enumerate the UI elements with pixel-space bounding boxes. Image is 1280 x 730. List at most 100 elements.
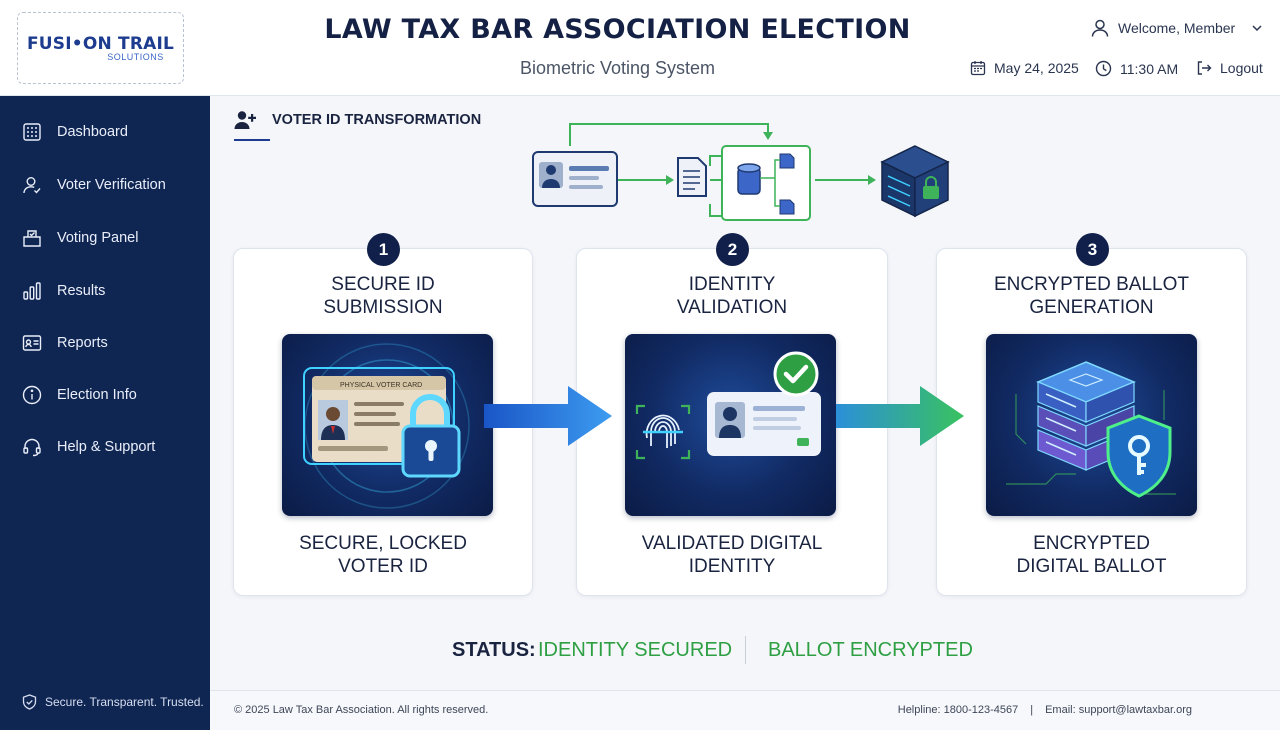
status-identity-secured: IDENTITY SECURED xyxy=(538,639,733,661)
status-bar: STATUS: IDENTITY SECURED BALLOT ENCRYPTE… xyxy=(210,636,1280,666)
sidebar-item-label: Dashboard xyxy=(57,124,128,140)
chevron-down-icon[interactable] xyxy=(1251,22,1263,34)
fusion-trail-logo[interactable]: FUSI•ON TRAIL SOLUTIONS xyxy=(17,12,184,84)
bar-chart-icon xyxy=(22,281,42,301)
step-title: ENCRYPTED BALLOT GENERATION xyxy=(937,273,1246,319)
sidebar-item-label: Reports xyxy=(57,335,108,351)
sidebar-item-help-support[interactable]: Help & Support xyxy=(0,427,210,467)
status-ballot-encrypted: BALLOT ENCRYPTED xyxy=(768,639,973,661)
transformation-flow-diagram xyxy=(532,123,950,221)
page-footer: © 2025 Law Tax Bar Association. All righ… xyxy=(210,690,1280,730)
date-display: May 24, 2025 xyxy=(970,60,1079,76)
info-icon xyxy=(22,385,42,405)
page-subtitle: Biometric Voting System xyxy=(519,58,716,78)
main-content: VOTER ID TRANSFORMATION xyxy=(210,96,1280,690)
validated-identity-illustration xyxy=(635,351,821,460)
checkmark-badge-icon xyxy=(773,351,819,397)
step-number-badge: 2 xyxy=(716,233,749,266)
contact-info: Helpline: 1800-123-4567 | Email: support… xyxy=(898,704,1192,716)
shield-check-icon xyxy=(22,694,37,710)
step-title-line-1: ENCRYPTED BALLOT xyxy=(994,274,1189,295)
sidebar-footer: Secure. Transparent. Trusted. xyxy=(22,694,204,710)
helpline-text: Helpline: 1800-123-4567 xyxy=(897,704,1019,716)
flow-arrow-blue xyxy=(484,386,612,446)
sidebar-item-dashboard[interactable]: Dashboard xyxy=(0,112,210,152)
step-card-encrypted-ballot: 3 ENCRYPTED BALLOT GENERATION xyxy=(936,233,1247,596)
secure-voter-id-tile: PHYSICAL VOTER CARD xyxy=(282,334,493,516)
step-title-line-2: VALIDATION xyxy=(676,297,788,318)
page-title: LAW TAX BAR ASSOCIATION ELECTION xyxy=(324,14,911,45)
secure-server-cube-icon xyxy=(880,145,950,218)
step-caption-line-2: DIGITAL BALLOT xyxy=(1016,556,1167,577)
flow-connectors xyxy=(569,123,870,217)
step-title-line-2: GENERATION xyxy=(1029,297,1154,318)
ballot-box-icon xyxy=(22,228,42,248)
date-text: May 24, 2025 xyxy=(994,60,1079,76)
voter-card-label: PHYSICAL VOTER CARD xyxy=(340,382,422,389)
step-caption-line-1: SECURE, LOCKED xyxy=(299,533,467,554)
step-caption: ENCRYPTED DIGITAL BALLOT xyxy=(937,532,1246,578)
logout-label: Logout xyxy=(1220,60,1263,76)
calendar-icon xyxy=(970,60,986,76)
sidebar-item-label: Voter Verification xyxy=(57,177,166,193)
step-title-line-1: IDENTITY xyxy=(688,274,776,295)
sidebar-item-results[interactable]: Results xyxy=(0,271,210,311)
sidebar-item-voting-panel[interactable]: Voting Panel xyxy=(0,218,210,258)
footer-separator: | xyxy=(1030,704,1034,716)
step-caption: SECURE, LOCKED VOTER ID xyxy=(234,532,532,578)
encrypted-ballot-tile xyxy=(986,334,1197,516)
flow-arrow-green xyxy=(836,386,964,446)
step-caption-line-2: IDENTITY xyxy=(688,556,776,577)
id-card-icon xyxy=(532,151,618,207)
sidebar-item-label: Results xyxy=(57,283,106,299)
sidebar-tagline: Secure. Transparent. Trusted. xyxy=(45,695,204,709)
sidebar: Dashboard Voter Verification Voting Pane… xyxy=(0,96,210,730)
shield-key-icon xyxy=(1106,414,1172,498)
status-divider xyxy=(745,636,746,664)
time-text: 11:30 AM xyxy=(1120,60,1179,77)
sidebar-item-label: Election Info xyxy=(57,387,137,403)
logout-button[interactable]: Logout xyxy=(1196,60,1263,76)
section-title: VOTER ID TRANSFORMATION xyxy=(272,112,482,128)
step-title: IDENTITY VALIDATION xyxy=(577,273,887,319)
dashboard-icon xyxy=(22,122,42,142)
logo-main-text: FUSI•ON TRAIL xyxy=(26,34,175,54)
locked-voter-card-illustration: PHYSICAL VOTER CARD xyxy=(303,343,470,509)
user-menu[interactable]: Welcome, Member xyxy=(1090,18,1263,38)
step-title-line-1: SECURE ID xyxy=(331,274,435,295)
flow-arrowheads xyxy=(666,132,876,185)
sidebar-item-label: Voting Panel xyxy=(57,230,139,246)
fingerprint-icon xyxy=(635,404,691,460)
step-caption-line-2: VOTER ID xyxy=(338,556,428,577)
clock-icon xyxy=(1095,60,1112,77)
status-label: STATUS: xyxy=(452,639,536,661)
step-number-badge: 1 xyxy=(367,233,400,266)
step-caption-line-1: VALIDATED DIGITAL xyxy=(641,533,823,554)
sidebar-item-voter-verification[interactable]: Voter Verification xyxy=(0,165,210,205)
user-verify-icon xyxy=(22,175,42,195)
step-number-badge: 3 xyxy=(1076,233,1109,266)
sidebar-item-election-info[interactable]: Election Info xyxy=(0,375,210,415)
app-header: FUSI•ON TRAIL SOLUTIONS LAW TAX BAR ASSO… xyxy=(0,0,1280,96)
sidebar-item-label: Help & Support xyxy=(57,439,156,455)
identity-validation-tile xyxy=(625,334,836,516)
copyright-text: © 2025 Law Tax Bar Association. All righ… xyxy=(234,704,489,716)
add-user-icon xyxy=(234,110,258,130)
encrypted-ballot-illustration xyxy=(1006,361,1176,498)
logo-sub-text: SOLUTIONS xyxy=(107,52,164,62)
step-title: SECURE ID SUBMISSION xyxy=(234,273,532,319)
headset-icon xyxy=(22,437,42,457)
logout-icon xyxy=(1196,60,1212,76)
section-underline xyxy=(234,139,270,141)
step-caption: VALIDATED DIGITAL IDENTITY xyxy=(577,532,887,578)
step-title-line-2: SUBMISSION xyxy=(323,297,443,318)
document-icon xyxy=(677,157,707,197)
database-node-icon xyxy=(721,145,811,221)
report-card-icon xyxy=(22,333,42,353)
email-link[interactable]: Email: support@lawtaxbar.org xyxy=(1045,704,1192,716)
welcome-text: Welcome, Member xyxy=(1118,20,1236,36)
sidebar-item-reports[interactable]: Reports xyxy=(0,323,210,363)
step-card-secure-id: 1 SECURE ID SUBMISSION PHYSICAL VOTER CA… xyxy=(233,233,533,596)
section-header: VOTER ID TRANSFORMATION xyxy=(234,110,481,130)
user-icon xyxy=(1090,18,1110,38)
